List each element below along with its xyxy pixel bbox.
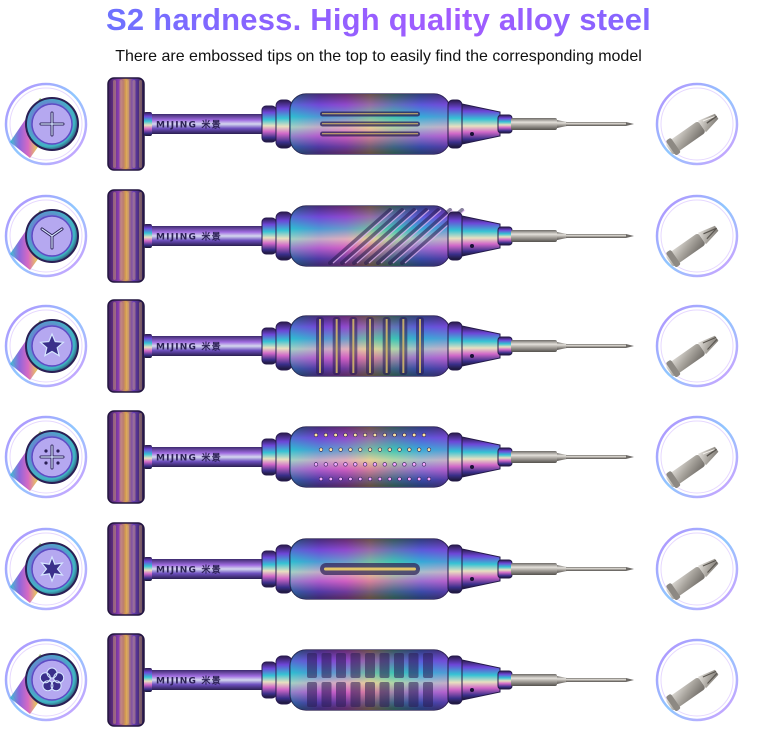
grip-pattern	[320, 563, 420, 575]
brand-label: MIJING 米景	[156, 452, 222, 464]
brand-label: MIJING 米景	[156, 675, 222, 687]
cap-end-view	[4, 638, 88, 722]
cap-end-view	[4, 415, 88, 499]
y-tri-icon	[40, 227, 64, 250]
cross-icon	[39, 111, 65, 137]
screwdriver-row: MIJING 米景	[4, 410, 739, 504]
page-title: S2 hardness. High quality alloy steel	[0, 2, 757, 38]
grip-pattern	[307, 653, 433, 707]
screwdriver-list: MIJING 米景 MIJING 米景 MIJING 米景 MIJING 米景 MIJI…	[0, 74, 757, 731]
tip-closeup-phillips	[655, 82, 739, 166]
cross-dot-icon	[39, 444, 65, 470]
grip-pattern	[316, 317, 424, 375]
screwdriver-body: MIJING 米景	[107, 522, 634, 616]
tip-closeup-pentalobe	[655, 638, 739, 722]
tip-closeup-tri-point	[655, 194, 739, 278]
tip-closeup-cross-plus	[655, 415, 739, 499]
pentalobe-icon	[39, 667, 65, 692]
page-subtitle: There are embossed tips on the top to ea…	[115, 48, 642, 65]
cap-end-view	[4, 304, 88, 388]
grip-pattern	[313, 432, 432, 482]
brand-label: MIJING 米景	[156, 119, 222, 131]
screwdriver-row: MIJING 米景	[4, 189, 739, 283]
screwdriver-body: MIJING 米景	[107, 189, 634, 283]
grip-pattern	[320, 111, 420, 137]
cap-end-view	[4, 194, 88, 278]
cap-end-view	[4, 527, 88, 611]
tip-closeup-torx-t2	[655, 527, 739, 611]
screwdriver-body: MIJING 米景	[107, 410, 634, 504]
screwdriver-row: MIJING 米景	[4, 633, 739, 727]
star-six-icon	[40, 555, 64, 583]
star-icon	[39, 332, 65, 357]
screwdriver-row: MIJING 米景	[4, 77, 739, 171]
screwdriver-body: MIJING 米景	[107, 299, 634, 393]
cap-end-view	[4, 82, 88, 166]
brand-label: MIJING 米景	[156, 231, 222, 243]
brand-label: MIJING 米景	[156, 341, 222, 353]
screwdriver-body: MIJING 米景	[107, 633, 634, 727]
screwdriver-row: MIJING 米景	[4, 299, 739, 393]
tip-closeup-torx	[655, 304, 739, 388]
brand-label: MIJING 米景	[156, 564, 222, 576]
screwdriver-body: MIJING 米景	[107, 77, 634, 171]
screwdriver-row: MIJING 米景	[4, 522, 739, 616]
